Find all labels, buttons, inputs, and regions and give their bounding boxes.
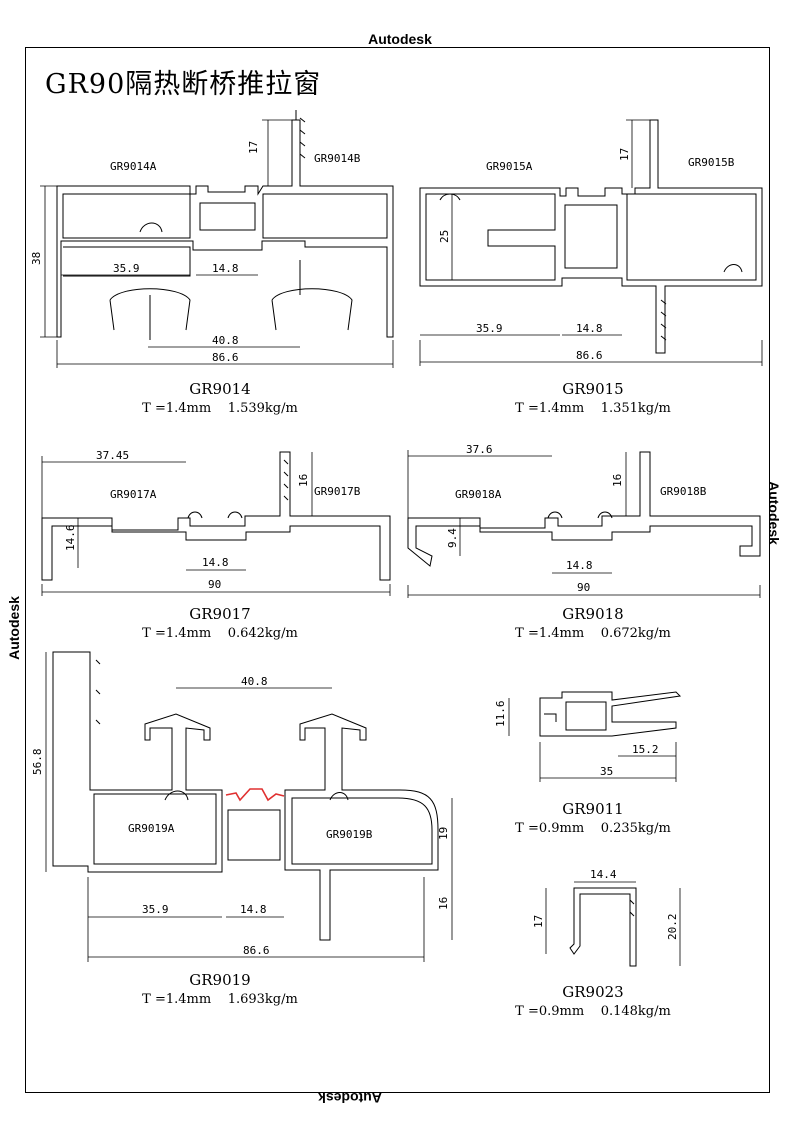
dim-label: 86.6 (243, 944, 270, 957)
profile-spec: T =1.4mm 0.672kg/m (515, 626, 671, 641)
dim-label: 40.8 (241, 675, 268, 688)
dim-label: 25 (438, 230, 451, 243)
gr9017-drawing (41, 451, 391, 581)
dim-label: 19 (437, 827, 450, 840)
dim-label: 17 (618, 148, 631, 161)
profile-name: GR9015 (562, 380, 624, 398)
dim-label: 14.4 (590, 868, 617, 881)
gr9014-drawing (56, 110, 394, 340)
dim-label: 35.9 (113, 262, 140, 275)
dim-label: 90 (577, 581, 590, 594)
part-label: GR9018A (455, 488, 502, 501)
dim-label: 14.6 (64, 525, 77, 552)
profile-spec: T =1.4mm 1.539kg/m (142, 401, 298, 416)
dim-label: 14.8 (240, 903, 267, 916)
dim-label: 17 (247, 141, 260, 154)
dim-label: 16 (437, 897, 450, 910)
dim-label: 14.8 (202, 556, 229, 569)
profile-spec: T =1.4mm 0.642kg/m (142, 626, 298, 641)
part-label: GR9019A (128, 822, 175, 835)
gr9011-drawing (539, 691, 682, 737)
dim-label: 16 (297, 474, 310, 487)
profile-spec: T =1.4mm 1.693kg/m (142, 992, 298, 1007)
part-label: GR9014B (314, 152, 361, 165)
part-label: GR9017A (110, 488, 157, 501)
part-labels: GR9014A GR9014B GR9015A GR9015B GR9017A … (110, 152, 735, 841)
dim-label: 14.8 (576, 322, 603, 335)
dim-label: 11.6 (494, 701, 507, 728)
dim-label: 90 (208, 578, 221, 591)
dim-label: 86.6 (576, 349, 603, 362)
profile-spec: T =0.9mm 0.148kg/m (515, 1004, 671, 1019)
dimension-labels: 17 38 35.9 14.8 40.8 86.6 17 25 35.9 14.… (30, 141, 679, 957)
profile-name: GR9018 (562, 605, 624, 623)
dim-label: 40.8 (212, 334, 239, 347)
part-label: GR9015A (486, 160, 533, 173)
dim-label: 38 (30, 252, 43, 265)
profile-name: GR9017 (189, 605, 251, 623)
gr9015-drawing (419, 119, 763, 354)
dim-label: 17 (532, 915, 545, 928)
part-label: GR9017B (314, 485, 361, 498)
drawing-frame (25, 47, 770, 1093)
dim-label: 37.45 (96, 449, 129, 462)
part-label: GR9018B (660, 485, 707, 498)
dim-label: 14.8 (212, 262, 239, 275)
profile-spec: T =1.4mm 1.351kg/m (515, 401, 671, 416)
gr9019-thermal-strip (225, 788, 285, 802)
dimension-lines (40, 119, 763, 966)
dim-label: 56.8 (31, 749, 44, 776)
gr9018-drawing (407, 451, 761, 567)
dim-label: 16 (611, 474, 624, 487)
dim-label: 20.2 (666, 914, 679, 941)
profile-name: GR9014 (189, 380, 251, 398)
dim-label: 9.4 (446, 528, 459, 548)
watermark-top: Autodesk (368, 31, 432, 47)
part-label: GR9015B (688, 156, 735, 169)
gr9023-drawing (569, 887, 637, 967)
gr9019-drawing (52, 651, 439, 941)
profile-name: GR9019 (189, 971, 251, 989)
profile-name: GR9011 (562, 800, 624, 818)
dim-label: 35.9 (476, 322, 503, 335)
dim-label: 35 (600, 765, 613, 778)
profile-name: GR9023 (562, 983, 624, 1001)
profile-spec: T =0.9mm 0.235kg/m (515, 821, 671, 836)
page-title: GR90隔热断桥推拉窗 (45, 69, 322, 100)
dim-label: 15.2 (632, 743, 659, 756)
dim-label: 35.9 (142, 903, 169, 916)
dim-label: 86.6 (212, 351, 239, 364)
dim-label: 37.6 (466, 443, 493, 456)
part-label: GR9014A (110, 160, 157, 173)
dim-label: 14.8 (566, 559, 593, 572)
part-label: GR9019B (326, 828, 373, 841)
